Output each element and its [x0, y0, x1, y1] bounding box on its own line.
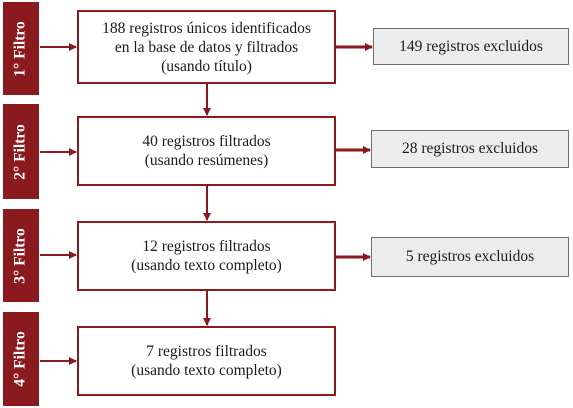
excluded-box-3: 5 registros excluidos [371, 237, 569, 277]
excluded-box-1: 149 registros excluidos [373, 28, 569, 65]
stage-tab-4: 4° Filtro [3, 312, 39, 406]
filter-box-1-text: 188 registros únicos identificados en la… [102, 19, 311, 75]
filter-box-4: 7 registros filtrados (usando texto comp… [77, 326, 336, 396]
stage-tab-1: 1° Filtro [3, 2, 39, 95]
stage-tab-3: 3° Filtro [3, 209, 39, 302]
filter-box-3: 12 registros filtrados (usando texto com… [77, 221, 336, 291]
excluded-box-2: 28 registros excluidos [371, 130, 569, 168]
excluded-box-1-text: 149 registros excluidos [399, 37, 543, 55]
filter-box-2: 40 registros filtrados (usando resúmenes… [77, 116, 336, 186]
filter-box-2-text: 40 registros filtrados (usando resúmenes… [142, 133, 271, 169]
excluded-box-3-text: 5 registros excluidos [405, 248, 535, 265]
stage-tab-2: 2° Filtro [3, 104, 39, 199]
filter-box-3-text: 12 registros filtrados (usando texto com… [131, 238, 282, 274]
excluded-box-2-text: 28 registros excluidos [401, 140, 539, 157]
filter-box-1: 188 registros únicos identificados en la… [77, 10, 336, 84]
filter-box-4-text: 7 registros filtrados (usando texto comp… [131, 343, 282, 379]
